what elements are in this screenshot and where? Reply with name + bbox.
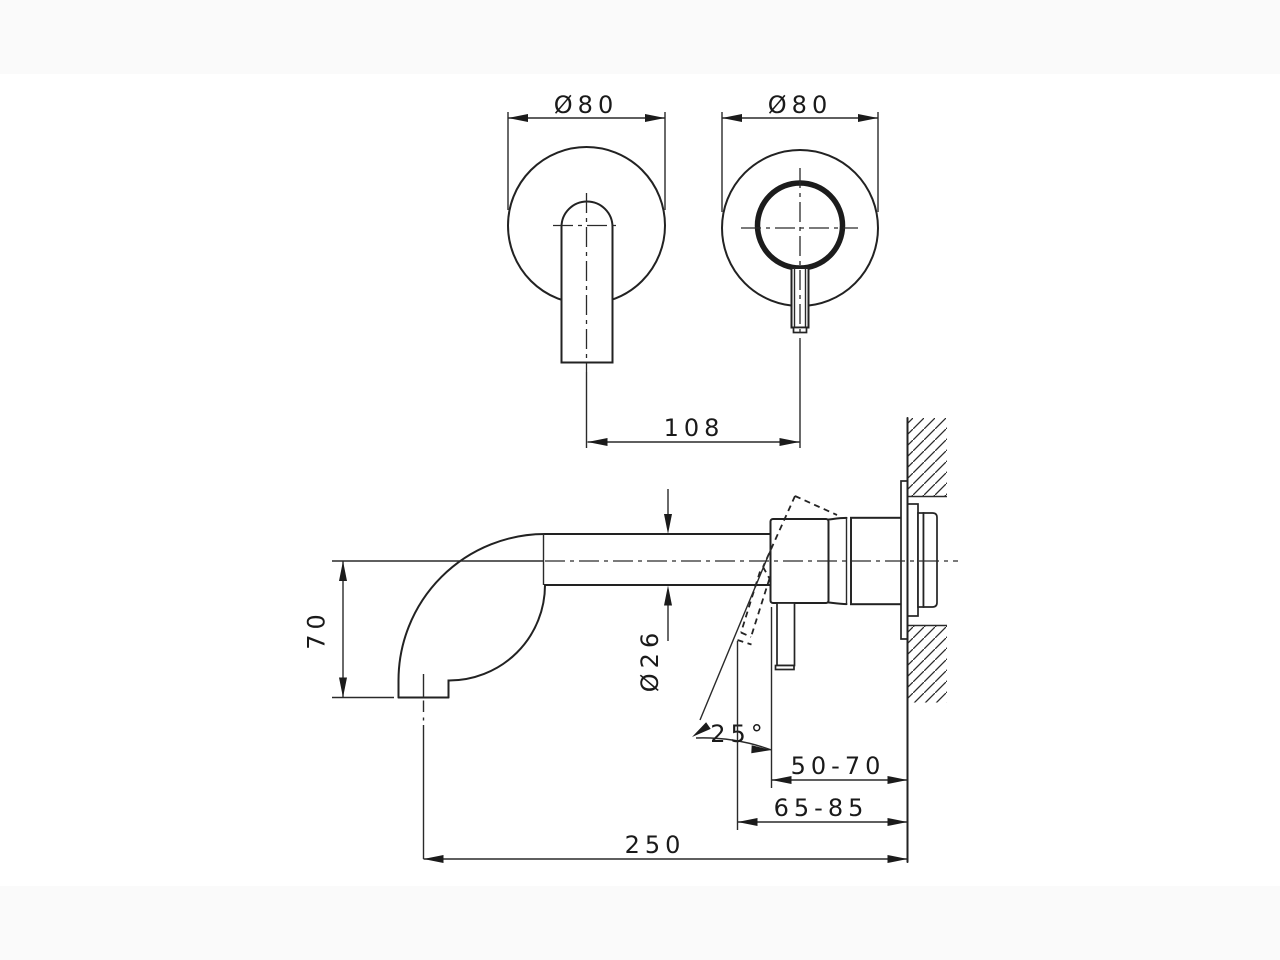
handle-lever-tip [774,664,795,671]
arrowhead [664,585,672,606]
handle-stem-shading [793,268,807,328]
letterbox-top [0,0,1280,74]
dimension-108: 108 [587,414,800,446]
body-taper-bottom [827,601,848,606]
arrowhead [887,855,908,863]
spout-inner-edge [447,584,772,699]
dimension-250: 250 [422,700,908,863]
dimension-50-70: 50-70 [771,752,908,784]
arrowhead [751,745,772,754]
dashed-lever-end [740,631,752,638]
dim-label-25: 25° [710,720,768,748]
dim-label-diameter-80-right: Ø80 [768,91,832,119]
dim-label-65-85: 65-85 [774,794,869,822]
arrowhead [664,514,672,534]
dimension-70: 70 [303,561,394,699]
angle-reference-slanted [699,548,772,721]
wall-hatch-upper [908,418,947,497]
dim-label-250: 250 [625,831,686,859]
mixer-side-view [332,417,958,863]
dim-label-diameter-80-left: Ø80 [554,91,618,119]
arrowhead [339,677,347,698]
body-taper-top [827,516,848,521]
dim-label-70: 70 [303,609,331,650]
dimension-angle-25: 25° [692,548,773,788]
dimension-diameter-80-left: Ø80 [507,91,666,210]
dashed-knob-top [794,495,838,516]
extension-line [721,112,879,212]
letterbox-bottom [0,886,1280,960]
handle-lever-closed [776,602,796,667]
arrowhead [858,114,878,122]
dashed-knob-corner [762,566,771,579]
arrowhead [339,561,347,581]
wall-section [906,417,947,863]
dim-label-50-70: 50-70 [791,752,886,780]
body-seam-lines [845,517,852,605]
dashed-lever-tip [737,639,752,646]
arrowhead [887,818,908,826]
spout-outer-edge [397,533,772,699]
arrowhead [508,114,528,122]
arrowhead [423,855,444,863]
arrowhead [722,114,742,122]
arrowhead [645,114,665,122]
handle-escutcheon-front-view [721,149,879,448]
inwall-body-cap [922,512,938,608]
wall-hatch-lower [908,625,947,703]
arrowhead [737,818,758,826]
spout-escutcheon-front-view [507,146,666,448]
dimension-diameter-80-right: Ø80 [721,91,879,212]
dimension-65-85: 65-85 [736,641,908,830]
dashed-lever-right [750,578,771,638]
dimension-diameter-26: Ø26 [636,489,672,692]
dim-label-108: 108 [664,414,725,442]
arrowhead [887,776,908,784]
spout-front-outline [560,200,614,364]
angle-arc [695,737,772,751]
arrowhead [779,438,800,446]
arrowhead [692,722,711,737]
inwall-body-step1 [906,503,919,617]
arrowhead [587,438,608,446]
spout-side-view [397,533,772,699]
arrowhead [771,776,792,784]
dim-label-26: Ø26 [636,628,664,692]
extension-line [507,112,666,210]
